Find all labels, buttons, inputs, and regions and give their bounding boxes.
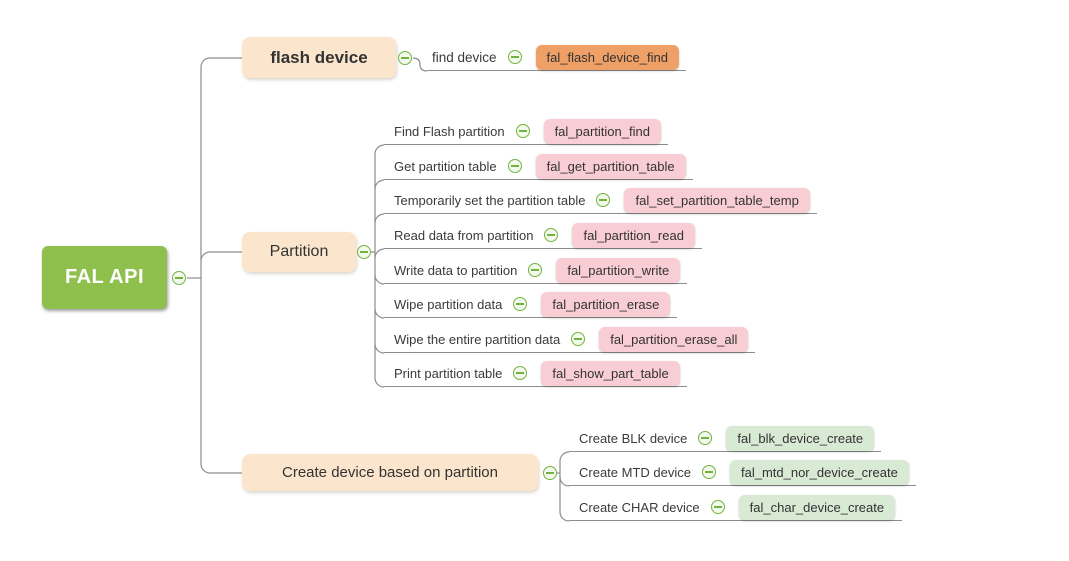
child-row-write-data-to-partition: Write data to partition fal_partition_wr… [384, 257, 688, 284]
branch-topic-create-device[interactable]: Create device based on partition [242, 454, 538, 491]
collapse-icon[interactable] [513, 366, 528, 380]
collapse-icon[interactable] [596, 193, 611, 207]
function-topic[interactable]: fal_partition_erase [541, 292, 671, 317]
child-topic-label[interactable]: Wipe partition data [394, 297, 503, 312]
collapse-icon[interactable] [544, 228, 559, 242]
branch-topic-flash-device[interactable]: flash device [242, 37, 396, 78]
child-row-wipe-partition-data: Wipe partition data fal_partition_erase [384, 291, 678, 318]
function-topic[interactable]: fal_char_device_create [738, 495, 896, 520]
function-topic[interactable]: fal_blk_device_create [726, 426, 875, 451]
branch-label: Create device based on partition [282, 464, 498, 481]
child-topic-label[interactable]: Create CHAR device [579, 500, 700, 515]
collapse-icon-create-device[interactable] [543, 466, 557, 480]
collapse-icon[interactable] [571, 332, 586, 346]
child-topic-label[interactable]: Temporarily set the partition table [394, 193, 586, 208]
child-topic-label[interactable]: Get partition table [394, 159, 497, 174]
collapse-icon-flash-device[interactable] [398, 51, 412, 65]
child-topic-label[interactable]: Wipe the entire partition data [394, 332, 561, 347]
child-topic-label[interactable]: Find Flash partition [394, 124, 505, 139]
collapse-icon[interactable] [528, 263, 543, 277]
function-topic-fal-flash-device-find[interactable]: fal_flash_device_find [535, 45, 679, 70]
collapse-icon-find-device[interactable] [507, 50, 522, 64]
child-row-wipe-entire-partition-data: Wipe the entire partition data fal_parti… [384, 326, 756, 353]
collapse-icon[interactable] [701, 465, 716, 479]
collapse-icon[interactable] [515, 124, 530, 138]
function-topic[interactable]: fal_partition_find [543, 119, 661, 144]
child-row-read-data-from-partition: Read data from partition fal_partition_r… [384, 222, 702, 249]
child-row-get-partition-table: Get partition table fal_get_partition_ta… [384, 153, 693, 180]
root-topic-fal-api[interactable]: FAL API [42, 246, 167, 309]
function-topic[interactable]: fal_partition_erase_all [599, 327, 749, 352]
function-topic[interactable]: fal_partition_read [572, 223, 695, 248]
child-topic-label[interactable]: Read data from partition [394, 228, 534, 243]
flash-branch-connectors [412, 57, 428, 72]
function-topic[interactable]: fal_show_part_table [541, 361, 680, 386]
function-topic[interactable]: fal_partition_write [556, 258, 681, 283]
branch-label: Partition [269, 243, 329, 260]
child-row-set-partition-table-temp: Temporarily set the partition table fal_… [384, 187, 817, 214]
collapse-icon-partition[interactable] [357, 245, 371, 259]
child-topic-label[interactable]: Print partition table [394, 366, 503, 381]
child-topic-label[interactable]: Create MTD device [579, 465, 691, 480]
child-row-create-char-device: Create CHAR device fal_char_device_creat… [569, 494, 903, 521]
child-row-find-device: find device fal_flash_device_find [427, 44, 686, 71]
collapse-icon[interactable] [513, 297, 528, 311]
collapse-icon[interactable] [710, 500, 725, 514]
function-topic[interactable]: fal_mtd_nor_device_create [729, 460, 909, 485]
collapse-icon[interactable] [698, 431, 713, 445]
child-row-find-flash-partition: Find Flash partition fal_partition_find [384, 118, 668, 145]
child-row-create-blk-device: Create BLK device fal_blk_device_create [569, 425, 882, 452]
branch-label: flash device [270, 47, 368, 67]
child-topic-find-device[interactable]: find device [432, 50, 497, 65]
child-topic-label[interactable]: Write data to partition [394, 263, 518, 278]
create-branch-connectors [557, 451, 570, 522]
child-row-print-partition-table: Print partition table fal_show_part_tabl… [384, 360, 687, 387]
collapse-icon-root[interactable] [172, 271, 186, 285]
child-row-create-mtd-device: Create MTD device fal_mtd_nor_device_cre… [569, 459, 916, 486]
branch-topic-partition[interactable]: Partition [242, 232, 356, 272]
collapse-icon[interactable] [507, 159, 522, 173]
function-topic[interactable]: fal_set_partition_table_temp [624, 188, 810, 213]
root-topic-label: FAL API [64, 266, 145, 288]
root-branch-connectors [187, 57, 242, 474]
function-topic[interactable]: fal_get_partition_table [535, 154, 686, 179]
partition-branch-connectors [371, 144, 385, 388]
child-topic-label[interactable]: Create BLK device [579, 431, 688, 446]
